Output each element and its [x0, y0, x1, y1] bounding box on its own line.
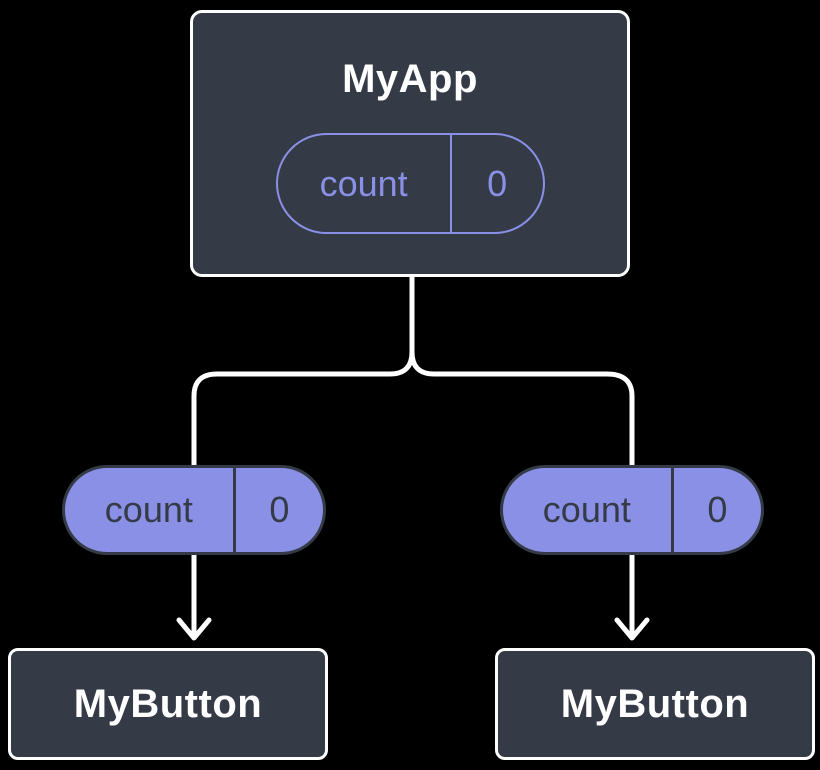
- state-pill-value: 0: [449, 135, 543, 232]
- arrow-down-icon: [614, 617, 650, 641]
- prop-pill-right-label: count: [542, 489, 631, 530]
- node-myapp-title: MyApp: [342, 57, 478, 101]
- node-myapp: MyApp count 0: [190, 10, 630, 277]
- arrow-down-icon: [176, 617, 212, 641]
- node-mybutton-left-title: MyButton: [73, 682, 263, 726]
- prop-pill-right-value: 0: [670, 468, 761, 552]
- prop-pill-left-label: count: [104, 489, 193, 530]
- prop-pill-left: count 0: [62, 465, 326, 555]
- node-mybutton-right-title: MyButton: [560, 682, 750, 726]
- branch-left-path: [191, 274, 415, 639]
- prop-pill-right: count 0: [500, 465, 764, 555]
- branch-right-path: [409, 349, 635, 639]
- state-pill-label: count: [319, 162, 408, 204]
- node-mybutton-right: MyButton: [495, 648, 815, 760]
- node-mybutton-left: MyButton: [8, 648, 328, 760]
- state-pill-myapp: count 0: [275, 133, 545, 234]
- prop-pill-left-value: 0: [232, 468, 323, 552]
